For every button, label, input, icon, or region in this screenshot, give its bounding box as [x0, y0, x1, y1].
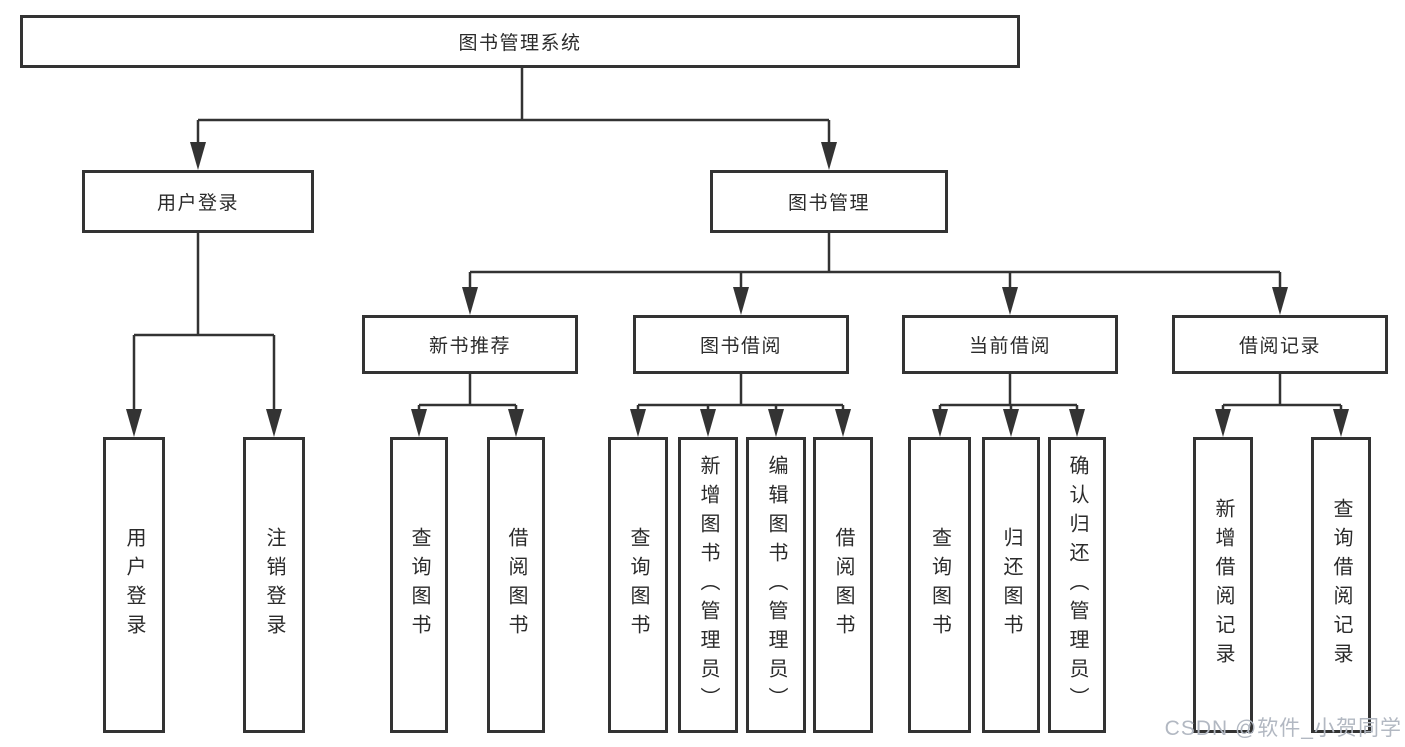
leaf-confirm-return-admin: 确认归还（管理员） [1048, 437, 1106, 733]
arrowhead [821, 142, 837, 170]
arrowhead [1069, 409, 1085, 437]
leaf-return-books: 归还图书 [982, 437, 1040, 733]
arrowhead [411, 409, 427, 437]
node-book-borrowing: 图书借阅 [633, 315, 849, 374]
node-user-login: 用户登录 [82, 170, 314, 233]
arrowhead [190, 142, 206, 170]
arrowhead [768, 409, 784, 437]
csdn-watermark: CSDN @软件_小贺同学 [1164, 717, 1402, 740]
connector-records-to-leaves [1221, 374, 1343, 413]
node-new-book-recommendation: 新书推荐 [362, 315, 578, 374]
connector-current-to-leaves [938, 374, 1079, 413]
leaf-query-books-1: 查询图书 [390, 437, 448, 733]
leaf-borrow-books-2: 借阅图书 [813, 437, 873, 733]
node-library-management-system: 图书管理系统 [20, 15, 1020, 68]
leaf-add-books-admin: 新增图书（管理员） [678, 437, 738, 733]
leaf-logout: 注销登录 [243, 437, 305, 733]
leaf-borrow-books-1: 借阅图书 [487, 437, 545, 733]
arrowhead [508, 409, 524, 437]
leaf-edit-books-admin: 编辑图书（管理员） [746, 437, 806, 733]
leaf-add-borrow-record: 新增借阅记录 [1193, 437, 1253, 733]
leaf-query-books-2: 查询图书 [608, 437, 668, 733]
arrowhead [1272, 287, 1288, 315]
arrowhead [266, 409, 282, 437]
connector-root-to-level2 [196, 68, 831, 146]
connector-newbooks-to-leaves [417, 374, 518, 413]
arrowhead [1003, 409, 1019, 437]
arrowhead [1002, 287, 1018, 315]
arrowhead [126, 409, 142, 437]
arrowhead [932, 409, 948, 437]
connector-borrowing-to-leaves [636, 374, 845, 413]
arrowhead [1333, 409, 1349, 437]
arrowhead [835, 409, 851, 437]
connector-userlogin-to-leaves [132, 233, 276, 413]
arrowhead [733, 287, 749, 315]
leaf-query-borrow-record: 查询借阅记录 [1311, 437, 1371, 733]
node-current-borrowing: 当前借阅 [902, 315, 1118, 374]
node-book-management: 图书管理 [710, 170, 948, 233]
leaf-user-login: 用户登录 [103, 437, 165, 733]
node-borrowing-records: 借阅记录 [1172, 315, 1388, 374]
arrowhead [1215, 409, 1231, 437]
arrowhead [630, 409, 646, 437]
connector-bookmgmt-to-level3 [468, 233, 1282, 291]
leaf-query-books-3: 查询图书 [908, 437, 971, 733]
arrowhead [462, 287, 478, 315]
arrowhead [700, 409, 716, 437]
